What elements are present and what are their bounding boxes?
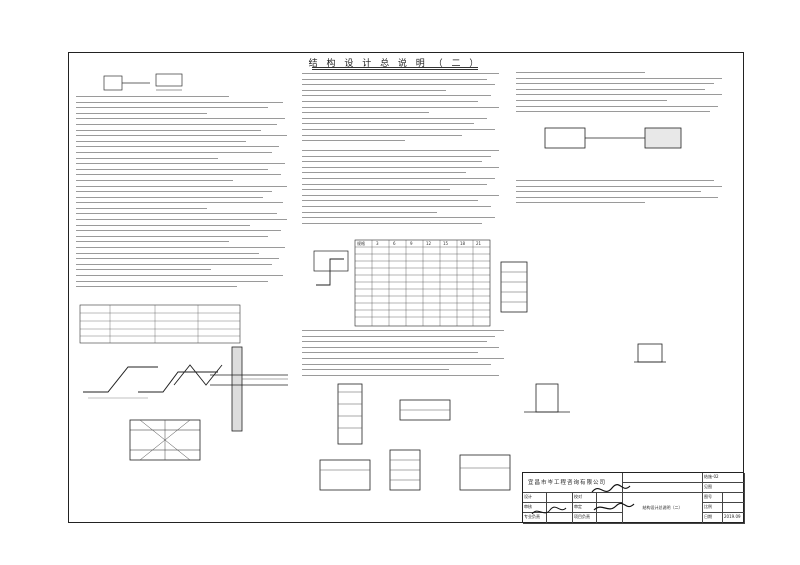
table-header-9: 9 xyxy=(410,241,413,246)
column-joint-detail xyxy=(210,346,288,432)
signature-check xyxy=(597,493,623,503)
foundation-detail-1 xyxy=(524,383,570,413)
signature-scribbles xyxy=(591,484,635,511)
title-block-project-cell xyxy=(623,473,703,483)
label-check: 校对 xyxy=(573,493,597,503)
table-header-spec: 规格 xyxy=(357,241,365,246)
table-header-3: 3 xyxy=(376,241,379,246)
notes-column-2-top xyxy=(302,73,507,146)
title-underline xyxy=(312,67,478,68)
title-block-sheet xyxy=(723,493,745,503)
label-design: 设计 xyxy=(523,493,547,503)
label-drawing-no: 图号 xyxy=(703,493,723,503)
label-review: 审核 xyxy=(523,503,547,513)
signature-project-lead xyxy=(597,513,623,524)
table-header-21: 21 xyxy=(476,241,482,246)
title-block-scale-value xyxy=(723,503,745,513)
lap-length-table xyxy=(79,304,241,344)
title-block-drawing-name: 结构设计总说明（二） xyxy=(623,493,703,524)
notes-column-2-lower xyxy=(302,330,512,380)
table-header-6: 6 xyxy=(393,241,396,246)
foundation-detail-2 xyxy=(634,343,666,363)
signature-approve xyxy=(597,503,623,513)
wall-reinforcement-detail xyxy=(544,127,682,149)
drawing-frame xyxy=(68,52,744,523)
top-left-rebar-detail xyxy=(103,73,183,91)
notes-column-3-b xyxy=(516,180,731,208)
stirrup-table xyxy=(354,239,491,327)
label-project-lead: 项目负责 xyxy=(573,513,597,524)
table-header-15: 15 xyxy=(443,241,449,246)
table-header-12: 12 xyxy=(426,241,432,246)
label-scale: 比例 xyxy=(703,503,723,513)
beam-detail xyxy=(129,419,201,461)
drawing-title: 结 构 设 计 总 说 明 （ 二 ） xyxy=(308,59,482,69)
anchorage-detail xyxy=(313,250,349,286)
title-block-date: 2019.09 xyxy=(723,513,745,524)
signature-discipline-lead xyxy=(547,513,573,524)
notes-column-1 xyxy=(76,96,294,292)
title-block-company-cell xyxy=(523,473,623,493)
notes-column-2-mid xyxy=(302,150,507,228)
title-block-subproject-cell xyxy=(623,483,703,493)
title-block-drawing-no: 结施-02 xyxy=(703,473,745,483)
signature-scribble-left xyxy=(531,506,567,515)
label-date: 日期 xyxy=(703,513,723,524)
notes-column-3 xyxy=(516,72,731,117)
title-underline-2 xyxy=(312,69,478,70)
column-sections-bottom xyxy=(319,383,511,491)
signature-design xyxy=(547,493,573,503)
company-name: 宜昌市岑工程咨询有限公司 xyxy=(528,480,607,486)
column-section-detail xyxy=(500,261,528,313)
bent-bar-detail xyxy=(83,366,218,399)
title-block: 结施-02 见图 设计 校对 审核 审定 专业负责 项目负责 结构设计总说明（二… xyxy=(522,472,745,524)
title-block-scale: 见图 xyxy=(703,483,745,493)
table-header-18: 18 xyxy=(460,241,466,246)
label-discipline-lead: 专业负责 xyxy=(523,513,547,524)
signature-review xyxy=(547,503,573,513)
